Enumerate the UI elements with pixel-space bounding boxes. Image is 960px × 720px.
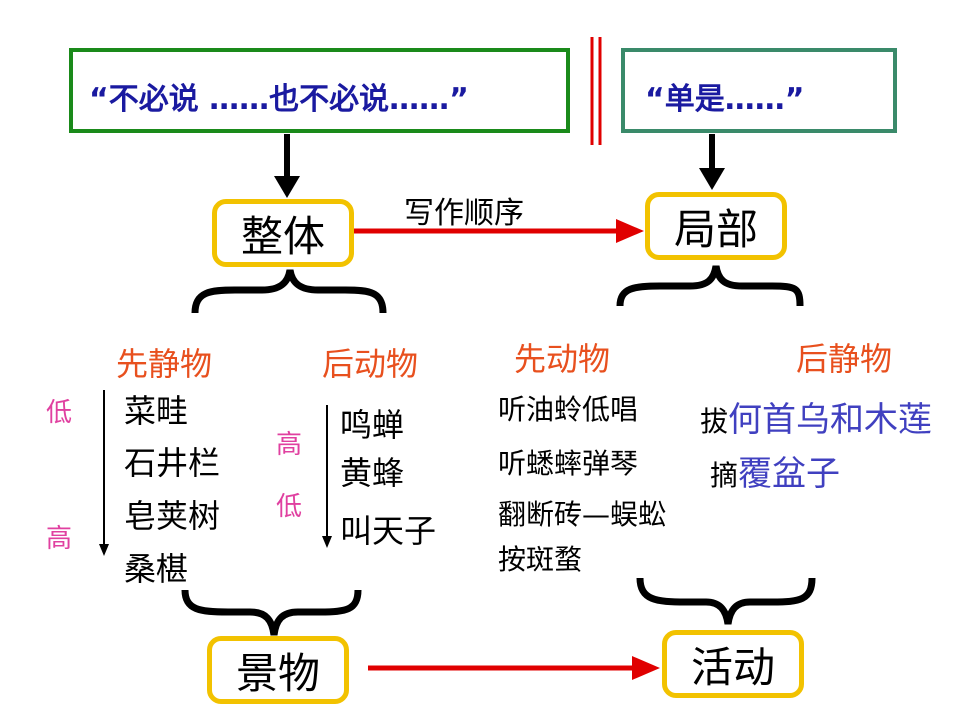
arrow-head-part bbox=[699, 168, 725, 190]
brace-whole bbox=[191, 269, 387, 314]
brace-part bbox=[616, 265, 804, 307]
dynamic-item: 叫天子 bbox=[340, 512, 437, 550]
static-item: 菜畦 bbox=[124, 392, 189, 430]
writing-order-label: 写作顺序 bbox=[404, 196, 524, 231]
static-item: 桑椹 bbox=[124, 550, 189, 588]
activity-object: 覆盆子 bbox=[738, 454, 841, 494]
static-item: 皂荚树 bbox=[124, 497, 221, 535]
arrow-head-static-order bbox=[99, 544, 109, 556]
arrow-head-dynamic-order bbox=[322, 536, 332, 548]
arrow-head-activity bbox=[632, 656, 660, 680]
label-dyn-high: 高 bbox=[276, 430, 303, 460]
activity-item: 按斑蝥 bbox=[498, 543, 583, 576]
quote-box-right: “单是……” bbox=[621, 48, 897, 133]
static-item: 石井栏 bbox=[124, 444, 221, 482]
activity-object: 何首乌和木莲 bbox=[728, 400, 933, 440]
brace-activity bbox=[636, 577, 816, 625]
activity-item: 听蟋蟀弹琴 bbox=[498, 447, 639, 480]
node-activity: 活动 bbox=[662, 630, 804, 698]
label-static-after: 后静物 bbox=[796, 340, 893, 378]
brace-scenery bbox=[181, 589, 362, 636]
arrow-head-whole bbox=[274, 176, 300, 198]
label-dynamic-first: 先动物 bbox=[514, 340, 611, 378]
static-activity-row: 摘覆盆子 bbox=[710, 446, 840, 495]
activity-verb: 拔 bbox=[700, 405, 729, 438]
label-static-first: 先静物 bbox=[116, 345, 213, 383]
label-dyn-low: 低 bbox=[276, 492, 303, 522]
quote-right-text: “单是……” bbox=[645, 82, 805, 117]
label-high: 高 bbox=[46, 524, 73, 554]
activity-verb: 摘 bbox=[710, 459, 739, 492]
arrow-head-writing-order bbox=[616, 219, 644, 243]
label-dynamic-after: 后动物 bbox=[322, 345, 419, 383]
node-scenery: 景物 bbox=[207, 636, 349, 704]
label-low: 低 bbox=[46, 398, 73, 428]
node-part: 局部 bbox=[645, 192, 787, 260]
activity-item: 听油蛉低唱 bbox=[498, 393, 639, 426]
activity-item: 翻断砖—蜈蚣 bbox=[498, 498, 667, 531]
quote-left-text: “不必说 ……也不必说……” bbox=[89, 82, 469, 117]
static-activity-row: 拔何首乌和木莲 bbox=[700, 392, 932, 441]
quote-box-left: “不必说 ……也不必说……” bbox=[69, 48, 570, 133]
dynamic-item: 黄蜂 bbox=[340, 454, 405, 492]
node-whole: 整体 bbox=[212, 199, 354, 267]
dynamic-item: 鸣蝉 bbox=[340, 406, 405, 444]
